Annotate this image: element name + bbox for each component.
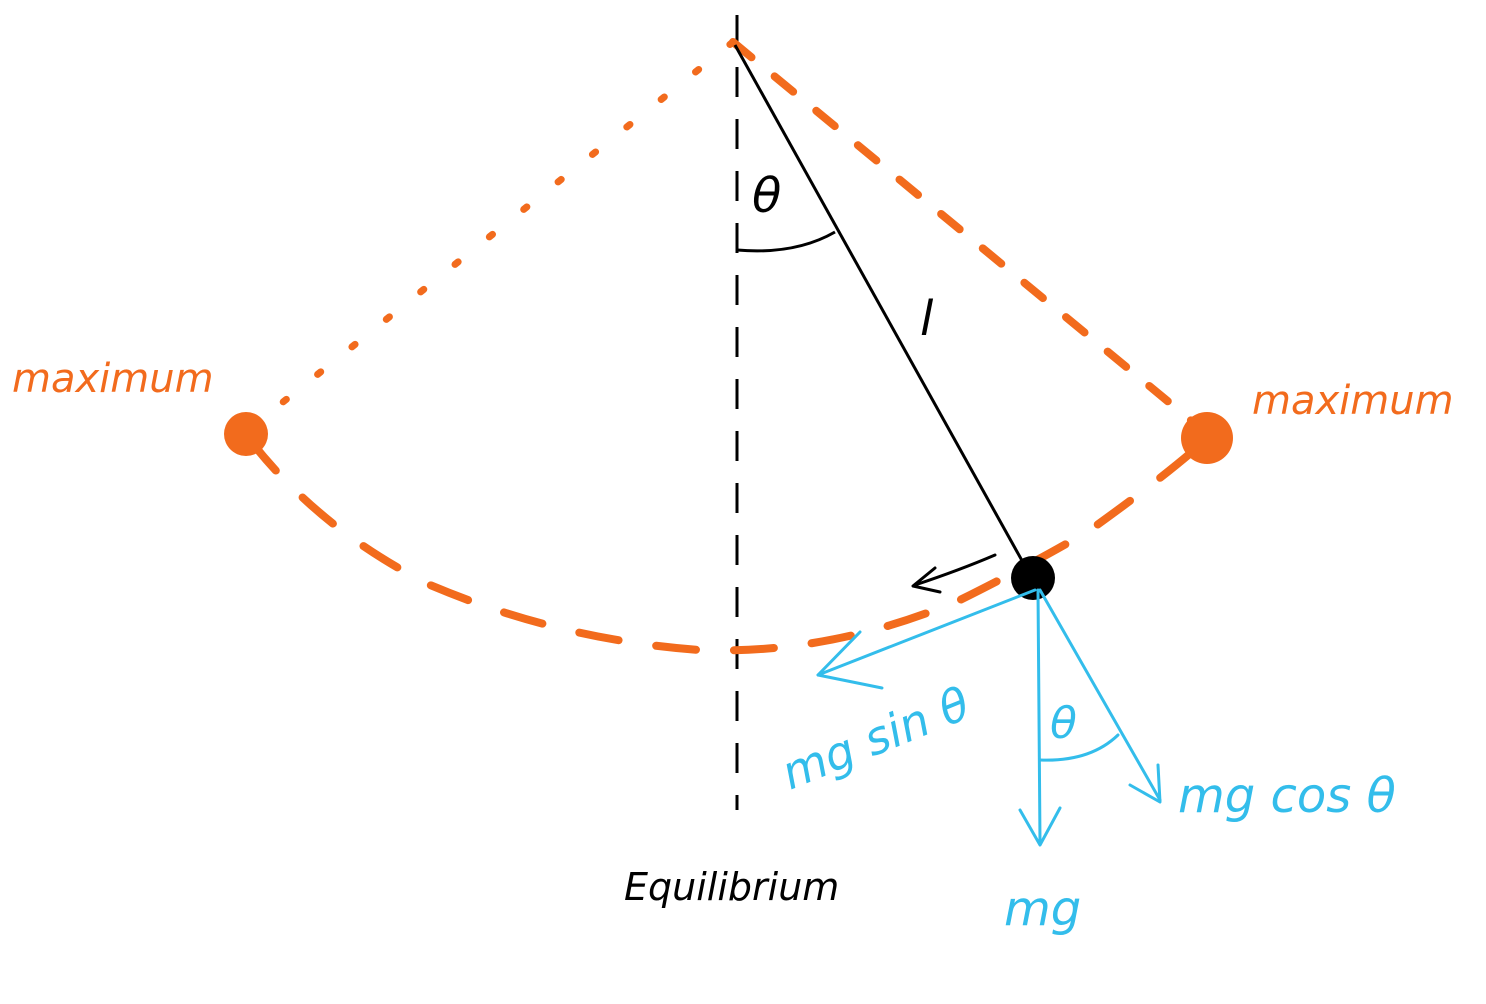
swing-path bbox=[244, 38, 1209, 655]
maximum-right-label: maximum bbox=[1252, 378, 1454, 424]
mg-vector bbox=[1036, 588, 1042, 844]
mg-label: mg bbox=[1004, 881, 1081, 937]
mg-cos-label: mg cos θ bbox=[1178, 768, 1396, 824]
left-maximum-bob bbox=[224, 412, 268, 456]
right-max-string bbox=[729, 38, 1209, 436]
theta-bottom-label: θ bbox=[1050, 698, 1077, 749]
theta-top-label: θ bbox=[752, 168, 781, 224]
mg-sin-vector bbox=[816, 588, 1037, 677]
theta-arc-bottom bbox=[1038, 733, 1120, 762]
mg-sin-label: mg sin θ bbox=[774, 676, 977, 800]
equilibrium-label: Equilibrium bbox=[624, 865, 839, 909]
theta-arc-top bbox=[736, 230, 836, 253]
length-label: l bbox=[920, 291, 934, 347]
mg-sin-arrowhead bbox=[816, 630, 884, 690]
swing-arc bbox=[246, 436, 1204, 655]
pendulum-bob bbox=[1011, 556, 1055, 600]
mg-arrowhead bbox=[1018, 806, 1062, 847]
mg-cos-arrowhead bbox=[1128, 763, 1162, 804]
mg-cos-vector bbox=[1038, 588, 1162, 802]
pendulum-string bbox=[733, 44, 1032, 576]
left-max-string bbox=[244, 38, 737, 434]
maximum-left-label: maximum bbox=[12, 356, 214, 402]
force-vectors bbox=[816, 588, 1162, 847]
motion-arrow bbox=[911, 553, 997, 594]
right-maximum-bob bbox=[1181, 412, 1233, 464]
